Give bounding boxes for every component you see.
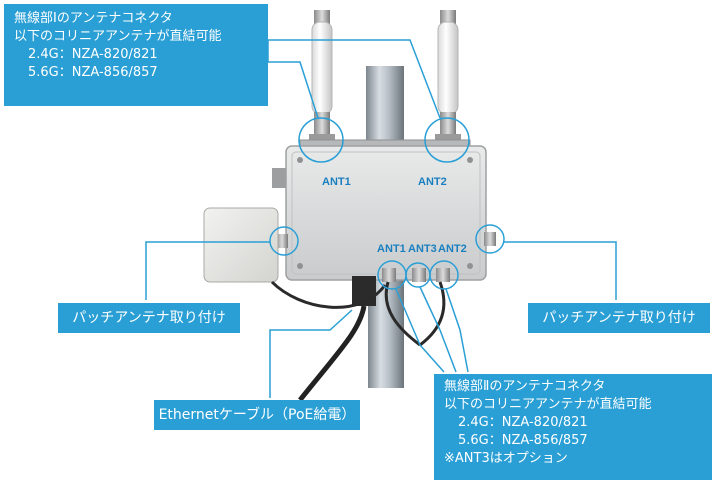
- highlight-ant2-top: [424, 117, 470, 163]
- highlight-patch-right: [475, 224, 505, 254]
- callout-patch-left: パッチアンテナ取り付け: [58, 303, 240, 333]
- main-enclosure: [285, 145, 487, 281]
- label-ant2-bottom: ANT2: [438, 243, 467, 255]
- ethernet-cable: [298, 305, 367, 402]
- leader-radio1-left: [268, 61, 319, 119]
- radio2-title: 無線部Ⅱのアンテナコネクタ: [444, 379, 606, 394]
- callout-radio1: 無線部Ⅰのアンテナコネクタ 以下のコリニアアンテナが直結可能 2.4G：NZA-…: [4, 4, 268, 106]
- antenna-left: [309, 10, 335, 144]
- antenna-right: [435, 10, 461, 144]
- bottom-connector-ant2: [436, 268, 450, 282]
- callout-radio2: 無線部Ⅱのアンテナコネクタ 以下のコリニアアンテナが直結可能 2.4G：NZA-…: [434, 374, 712, 480]
- radio1-56g: 5.6G：NZA-856/857: [28, 65, 158, 80]
- radio1-24g: 2.4G：NZA-820/821: [28, 47, 158, 62]
- leader-patch-right: [504, 241, 617, 300]
- radio2-note: ※ANT3はオプション: [444, 451, 568, 466]
- callout-patch-right: パッチアンテナ取り付け: [528, 303, 710, 333]
- radio2-subtitle: 以下のコリニアアンテナが直結可能: [444, 397, 652, 412]
- leader-patch-left: [145, 241, 270, 300]
- highlight-ant1-top: [298, 117, 344, 163]
- bottom-connector-ant1: [382, 268, 396, 282]
- leader-radio2-b: [419, 286, 457, 373]
- leader-ethernet: [269, 309, 353, 398]
- radio1-subtitle: 以下のコリニアアンテナが直結可能: [14, 29, 222, 44]
- label-ant2-top: ANT2: [418, 176, 447, 188]
- leader-radio2-a: [395, 288, 445, 373]
- leader-radio2-c: [445, 288, 469, 373]
- leader-radio1-right: [267, 39, 441, 119]
- mounting-pole-upper: [366, 66, 404, 146]
- radio2-24g: 2.4G：NZA-820/821: [458, 415, 588, 430]
- callout-ethernet: Ethernetケーブル（PoE給電）: [154, 400, 360, 430]
- side-connector-right: [484, 232, 496, 246]
- label-ant1-top: ANT1: [322, 176, 351, 188]
- patch-cable: [270, 280, 387, 309]
- highlight-patch-left: [269, 226, 299, 256]
- side-connector-left: [276, 234, 288, 248]
- radio1-title: 無線部Ⅰのアンテナコネクタ: [14, 11, 173, 26]
- highlight-ant2-bottom: [429, 260, 459, 290]
- label-ant1-bottom: ANT1: [377, 243, 406, 255]
- bottom-connector-ant3: [412, 268, 426, 282]
- patch-antenna: [203, 207, 279, 283]
- label-ant3-bottom: ANT3: [408, 243, 437, 255]
- radio2-56g: 5.6G：NZA-856/857: [458, 433, 588, 448]
